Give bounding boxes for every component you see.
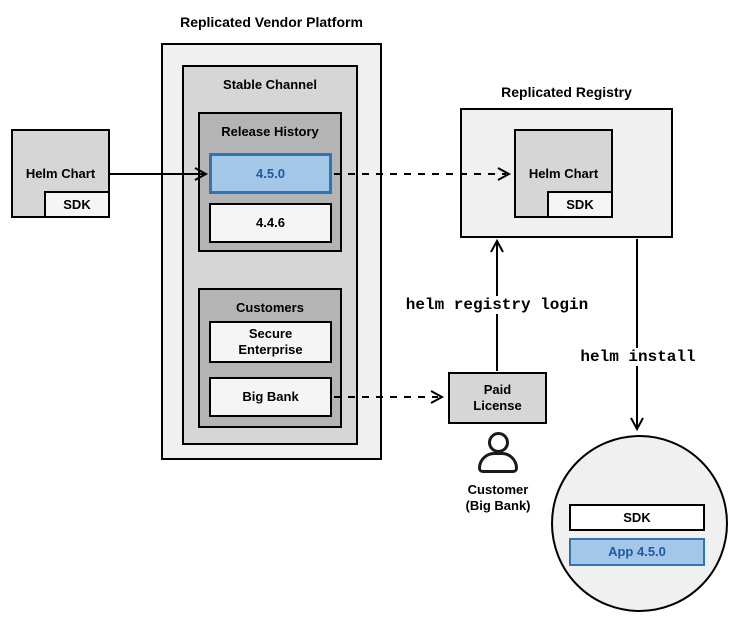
kubernetes-sdk-box: SDK [569,504,705,531]
release-history-title: Release History [221,124,319,139]
release-4-4-6: 4.4.6 [209,203,332,243]
stable-channel-title: Stable Channel [223,77,317,92]
customer-icon-head [488,432,509,453]
vendor-sdk-box: SDK [44,191,110,218]
customer-icon-body [478,452,518,473]
vendor-platform-title: Replicated Vendor Platform [180,14,363,30]
kubernetes-app-box: App 4.5.0 [569,538,705,566]
registry-sdk-box: SDK [547,191,613,218]
customer-big-bank: Big Bank [209,377,332,417]
command-registry-login: helm registry login [402,296,592,314]
customer-caption: Customer (Big Bank) [465,482,531,513]
arrow-registry-to-cluster [630,239,644,432]
command-helm-install: helm install [577,348,699,366]
customer-secure-enterprise: Secure Enterprise [209,321,332,363]
release-4-5-0: 4.5.0 [209,153,332,194]
customers-title: Customers [236,300,304,315]
registry-title: Replicated Registry [501,84,632,100]
paid-license-box: Paid License [448,372,547,424]
